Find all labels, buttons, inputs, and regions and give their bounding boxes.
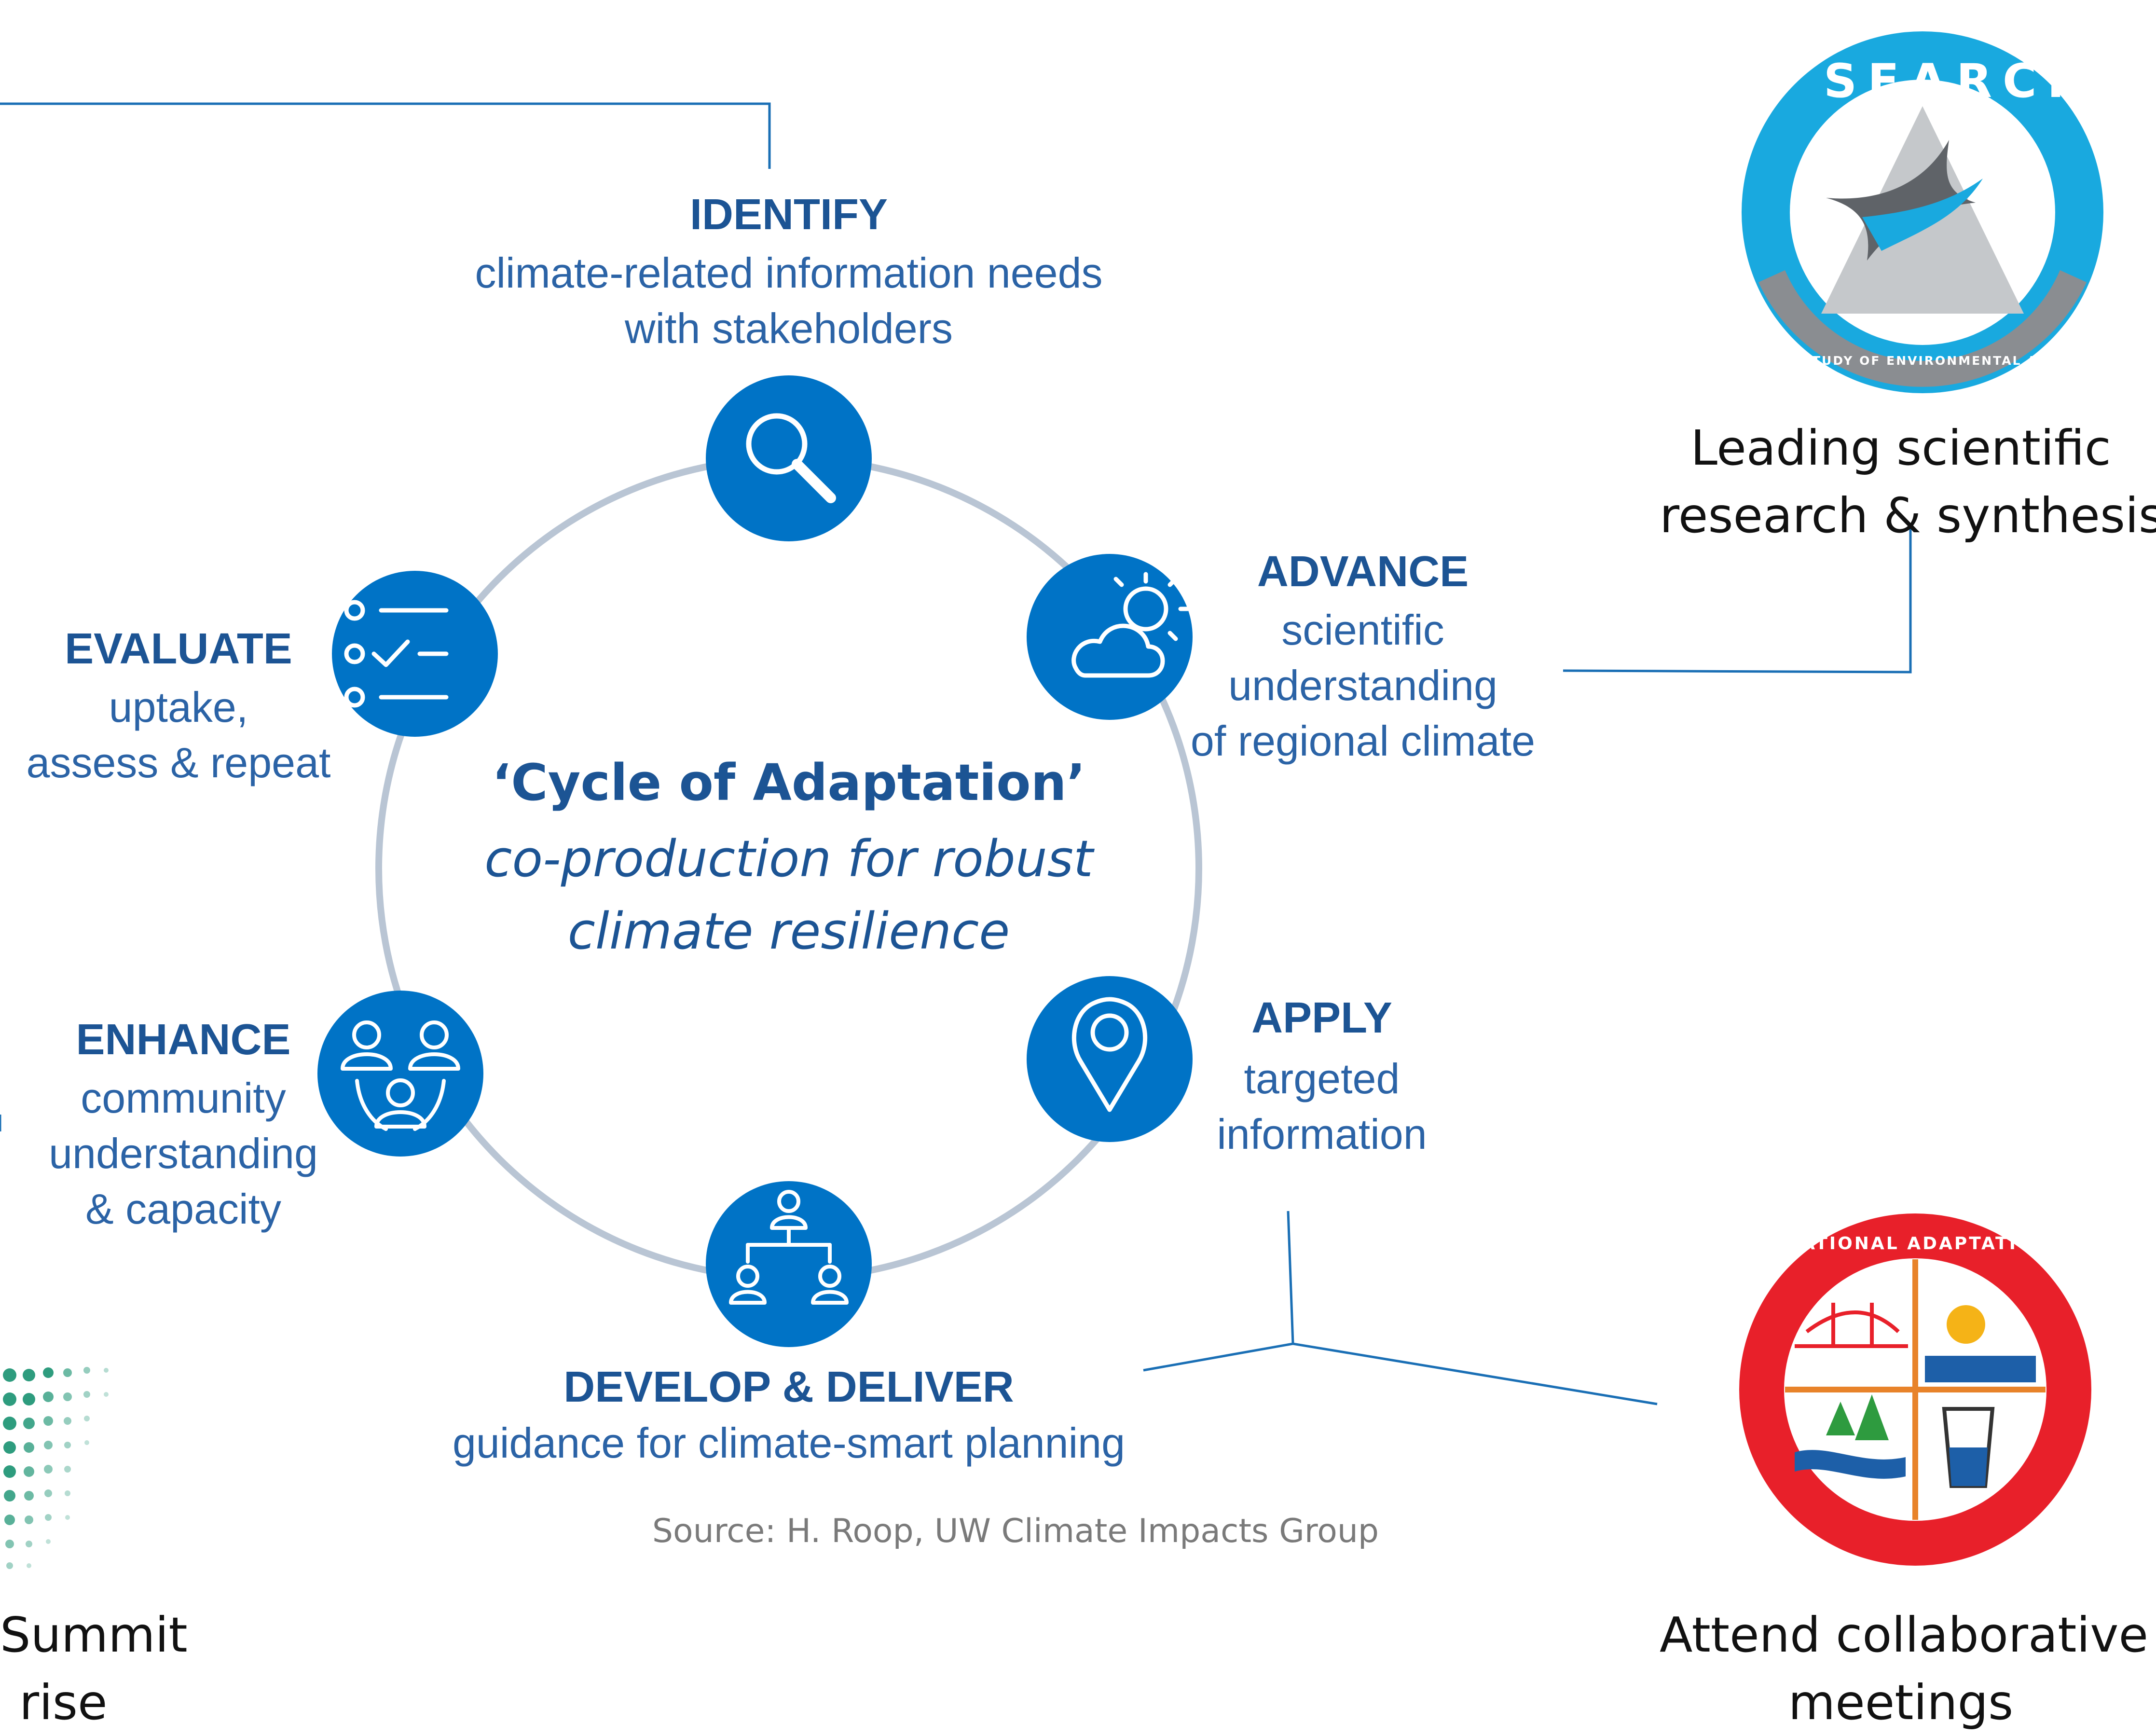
enhance-line2: understanding [49,1130,318,1177]
apply-heading: APPLY [1251,994,1392,1042]
evaluate-line1: uptake, [109,683,248,731]
sun-cloud-icon [1071,572,1190,678]
advance-line3: of regional climate [1190,717,1536,765]
search-caption-line1: Leading scientific [1690,420,2111,476]
search-logo-ring-text: STUDY OF ENVIRONMENTAL ARCTIC CHANGE [1802,354,2156,368]
naf-logo-text: NATIONAL ADAPTATION FORUM [1785,1234,2140,1254]
summit-dot-graphic [3,1367,109,1569]
search-caption-line2: research & synthesis [1660,487,2156,544]
identify-line2: with stakeholders [625,304,953,352]
advance-line2: understanding [1228,661,1497,709]
develop-line1: guidance for climate-smart planning [452,1419,1126,1467]
center-subtitle-line2: climate resilience [567,902,1010,961]
enhance-line3: & capacity [85,1185,281,1233]
connector-top [0,102,771,169]
search-logo-text: SEARCH [1824,54,2097,108]
connector-search [1563,526,1912,674]
checklist-icon [344,600,449,708]
advance-line1: scientific [1281,606,1444,654]
develop-heading: DEVELOP & DELIVER [563,1363,1014,1411]
apply-line2: information [1217,1110,1427,1158]
enhance-heading: ENHANCE [76,1016,291,1064]
center-title: ‘Cycle of Adaptation’ [492,753,1086,812]
connectors [0,102,1912,1405]
naf-caption-line1: Attend collaborative [1660,1607,2148,1663]
identify-heading: IDENTIFY [689,191,888,239]
identify-line1: climate-related information needs [475,249,1103,297]
node-identify [706,375,872,541]
center-subtitle-line1: co-production for robust [484,829,1093,888]
node-apply [1027,976,1193,1142]
node-evaluate [332,571,498,737]
connector-naf [1287,1211,1294,1344]
node-develop [706,1181,872,1347]
apply-line1: targeted [1244,1055,1400,1102]
location-pin-icon [1071,997,1148,1112]
org-chart-icon [729,1190,849,1305]
summit-caption-line1: Summit [0,1607,188,1663]
naf-caption-line2: meetings [1788,1674,2014,1731]
search-icon [746,413,836,503]
search-logo [1742,31,2103,393]
naf-logo [1739,1213,2091,1566]
summit-caption-line2: rise [19,1674,108,1731]
connector-naf-left [1143,1342,1658,1405]
source-note: Source: H. Roop, UW Climate Impacts Grou… [652,1512,1379,1550]
evaluate-line2: assess & repeat [26,739,331,786]
community-icon [341,1020,460,1131]
node-enhance [317,991,483,1157]
advance-heading: ADVANCE [1257,548,1469,596]
evaluate-heading: EVALUATE [65,625,292,673]
enhance-line1: community [81,1074,286,1122]
